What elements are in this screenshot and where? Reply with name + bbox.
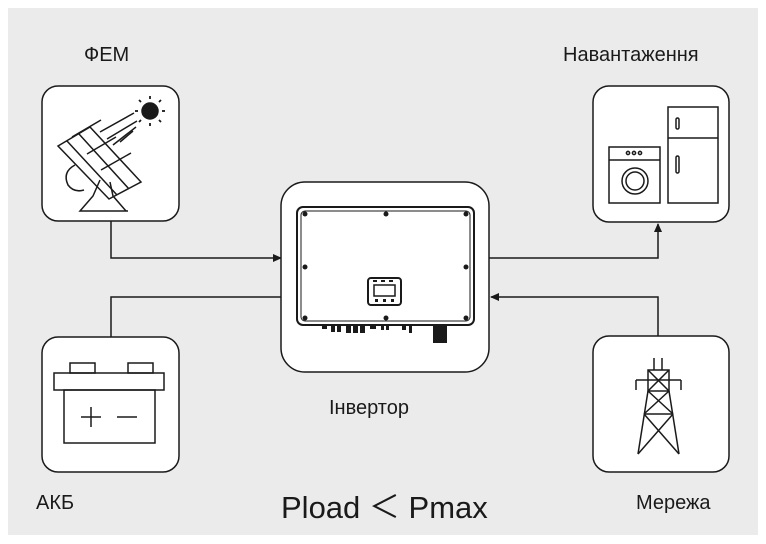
transmission-tower-icon xyxy=(635,358,682,455)
battery-box xyxy=(41,336,180,473)
washing-machine-refrigerator-icon xyxy=(608,106,719,204)
battery-to-inverter-line xyxy=(110,296,281,337)
battery-label: АКБ xyxy=(36,492,75,514)
inverter-box xyxy=(280,181,490,373)
load-box xyxy=(592,85,730,223)
grid-to-inverter-arrow xyxy=(490,293,659,336)
load-label: Навантаження xyxy=(563,44,699,66)
grid-box xyxy=(592,335,730,473)
battery-icon xyxy=(53,362,165,444)
grid-label: Мережа xyxy=(636,492,711,514)
inverter-label: Інвертор xyxy=(329,397,409,419)
power-condition-formula: Pload ＜ Pmax xyxy=(281,490,488,525)
inverter-to-load-arrow xyxy=(489,223,662,259)
pv-label: ФЕМ xyxy=(84,44,130,66)
pv-box xyxy=(41,85,180,222)
connectors xyxy=(110,221,662,337)
inverter-icon xyxy=(296,206,475,343)
pv-to-inverter-arrow xyxy=(110,221,282,262)
solar-panel-sun-icon xyxy=(56,96,165,212)
